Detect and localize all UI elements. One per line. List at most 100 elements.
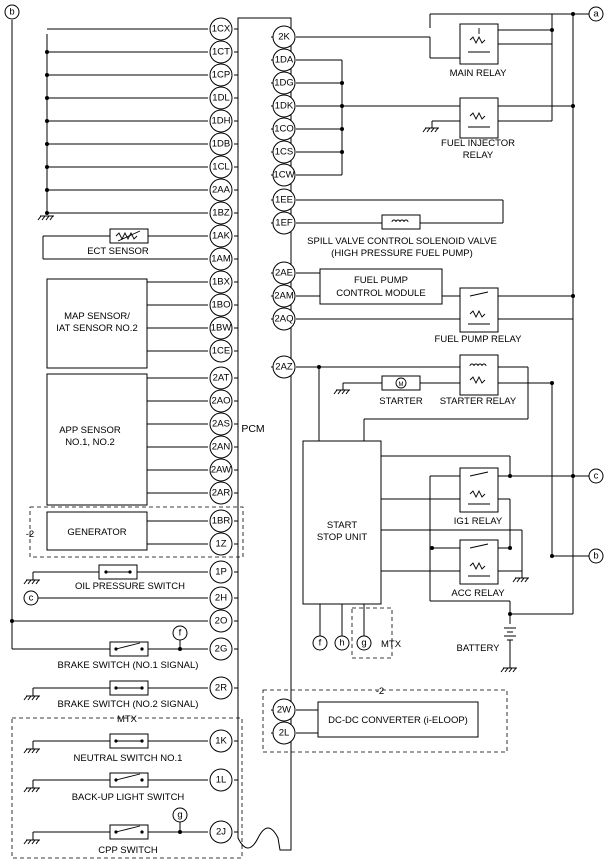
pcm-pin-left-1dh: 1DH (209, 109, 238, 133)
start-stop-unit-label-2: STOP UNIT (317, 532, 368, 543)
fuel-pump-module-label-2: CONTROL MODULE (336, 288, 425, 299)
pcm-pin-label: 2AO (211, 396, 230, 407)
generator-note: -2 (26, 529, 34, 540)
pcm-pin-label: 2AT (213, 373, 230, 384)
fuel-pump-module-label-1: FUEL PUMP (354, 275, 408, 286)
pcm-pin-right-1ee: 1EE (271, 188, 296, 212)
pcm-pin-left-1bx: 1BX (209, 270, 238, 294)
pcm-pin-label: 2AN (212, 442, 231, 453)
pcm-pin-right-1cw: 1CW (271, 163, 296, 187)
app-sensor: APP SENSOR NO.1, NO.2 (46, 373, 208, 506)
ig1-relay: c IG1 RELAY (381, 455, 604, 602)
spill-valve: SPILL VALVE CONTROL SOLENOID VALVE (HIGH… (296, 199, 504, 259)
fuel-pump-relay-label: FUEL PUMP RELAY (435, 334, 523, 345)
spill-valve-label-1: SPILL VALVE CONTROL SOLENOID VALVE (307, 236, 497, 247)
main-relay: MAIN RELAY (296, 14, 554, 79)
brake-switch-no2-label: BRAKE SWITCH (NO.2 SIGNAL) (58, 699, 199, 710)
mtx-bottom-label: MTX (117, 714, 138, 725)
pcm-pin-left-2j: 2J (209, 820, 238, 844)
ground-icon (500, 667, 517, 673)
pcm-pin-label: 1K (215, 736, 227, 747)
pcm-pin-left-1ak: 1AK (209, 224, 238, 248)
pcm-pin-label: 1CT (212, 47, 230, 58)
battery-label: BATTERY (457, 643, 501, 654)
ground-icon (37, 215, 54, 221)
pcm-left-pins: 1CX1CT1CP1DL1DH1DB1CL2AA1BZ1AK1AM1BX1BO1… (209, 17, 238, 844)
pcm-pin-left-2ar: 2AR (209, 481, 238, 505)
pcm-pin-left-1k: 1K (209, 729, 238, 753)
pcm-pin-left-1cx: 1CX (209, 17, 238, 41)
ect-sensor: ECT SENSOR (42, 228, 208, 260)
backup-light-switch-label: BACK-UP LIGHT SWITCH (72, 792, 185, 803)
pcm-pin-label: 1Z (215, 539, 226, 550)
pcm-pin-label: 2AM (274, 291, 294, 302)
ect-sensor-label: ECT SENSOR (87, 246, 149, 257)
connector-h: h (339, 638, 344, 649)
pcm-pin-label: 1DB (212, 139, 230, 150)
pcm-pin-left-1cp: 1CP (209, 63, 238, 87)
ground-icon (23, 695, 40, 701)
pcm-pin-label: 1CS (275, 147, 293, 158)
pcm-pin-left-1ce: 1CE (209, 339, 238, 363)
pcm-pin-label: 2K (278, 32, 290, 43)
map-sensor: MAP SENSOR/ IAT SENSOR NO.2 (46, 278, 208, 369)
connector-b-right: b (593, 551, 598, 562)
generator-label: GENERATOR (67, 527, 126, 538)
ground-icon (333, 389, 350, 395)
pcm-pin-label: 1AK (212, 231, 231, 242)
map-sensor-label-2: IAT SENSOR NO.2 (56, 323, 137, 334)
pcm-pin-right-2az: 2AZ (271, 355, 296, 379)
pcm-label: PCM (241, 423, 264, 435)
pcm-pin-left-1z: 1Z (209, 532, 238, 556)
pcm-pin-left-2at: 2AT (209, 366, 238, 390)
pcm-pin-right-1dk: 1DK (271, 94, 296, 118)
pcm-pin-label: 2AW (211, 465, 231, 476)
pcm-pin-label: 1EE (275, 195, 293, 206)
fuel-injector-relay: FUEL INJECTOR RELAY (422, 44, 575, 161)
dcdc-converter-label: DC-DC CONVERTER (i-ELOOP) (328, 715, 468, 726)
brake-switch-no2: BRAKE SWITCH (NO.2 SIGNAL) (23, 680, 208, 710)
pcm-pin-label: 2AS (212, 419, 230, 430)
app-sensor-label-1: APP SENSOR (59, 425, 121, 436)
pcm-pin-left-1bz: 1BZ (209, 201, 238, 225)
pcm-pin-left-1p: 1P (209, 560, 238, 584)
connector-a: a (593, 9, 599, 20)
pcm-pin-left-1am: 1AM (209, 247, 238, 271)
backup-light-switch: BACK-UP LIGHT SWITCH (23, 772, 208, 803)
pcm-pin-left-2g: 2G (209, 637, 238, 661)
oil-pressure-switch-label: OIL PRESSURE SWITCH (75, 581, 185, 592)
connector-c-left: c (29, 593, 34, 604)
pcm-pin-label: 1BZ (212, 208, 230, 219)
pcm-pin-label: 2AQ (274, 314, 293, 325)
ground-icon (23, 839, 40, 845)
pcm-pin-left-2aw: 2AW (209, 458, 238, 482)
pcm-pin-left-2ao: 2AO (209, 389, 238, 413)
pcm-pin-label: 2J (216, 827, 226, 838)
connector-g-left: g (177, 810, 182, 821)
pcm-pin-label: 2G (215, 644, 228, 655)
cpp-switch: g CPP SWITCH (23, 807, 208, 856)
pcm-outline (237, 17, 292, 851)
pcm-pin-left-2o: 2O (209, 609, 238, 633)
ground-icon (422, 127, 439, 133)
neutral-switch: NEUTRAL SWITCH NO.1 (23, 733, 208, 764)
app-sensor-label-2: NO.1, NO.2 (65, 437, 115, 448)
pcm-pin-label: 1L (216, 775, 227, 786)
pcm-pin-label: 2AA (212, 185, 231, 196)
starter-circuit: M STARTER STARTER RELAY (296, 354, 554, 441)
pcm-pin-label: 1DA (275, 55, 294, 66)
pcm-pin-right-1da: 1DA (271, 48, 296, 72)
pcm-right-pins: 2K1DA1DG1DK1CO1CS1CW1EE1EF2AE2AM2AQ2AZ2W… (271, 25, 296, 745)
pcm-pin-label: 1CO (274, 124, 294, 135)
ground-bus-group (37, 28, 208, 221)
pcm-pin-label: 1P (215, 567, 227, 578)
spill-valve-label-2: (HIGH PRESSURE FUEL PUMP) (331, 248, 473, 259)
ground-icon (512, 577, 529, 583)
connector-b-top: b (9, 7, 14, 18)
fuel-injector-relay-label-1: FUEL INJECTOR (441, 138, 515, 149)
starter-motor-icon: M (399, 382, 404, 388)
pcm-pin-label: 1BR (212, 516, 231, 527)
pcm-pin-right-1cs: 1CS (271, 140, 296, 164)
pcm-pin-left-2aa: 2AA (209, 178, 238, 202)
